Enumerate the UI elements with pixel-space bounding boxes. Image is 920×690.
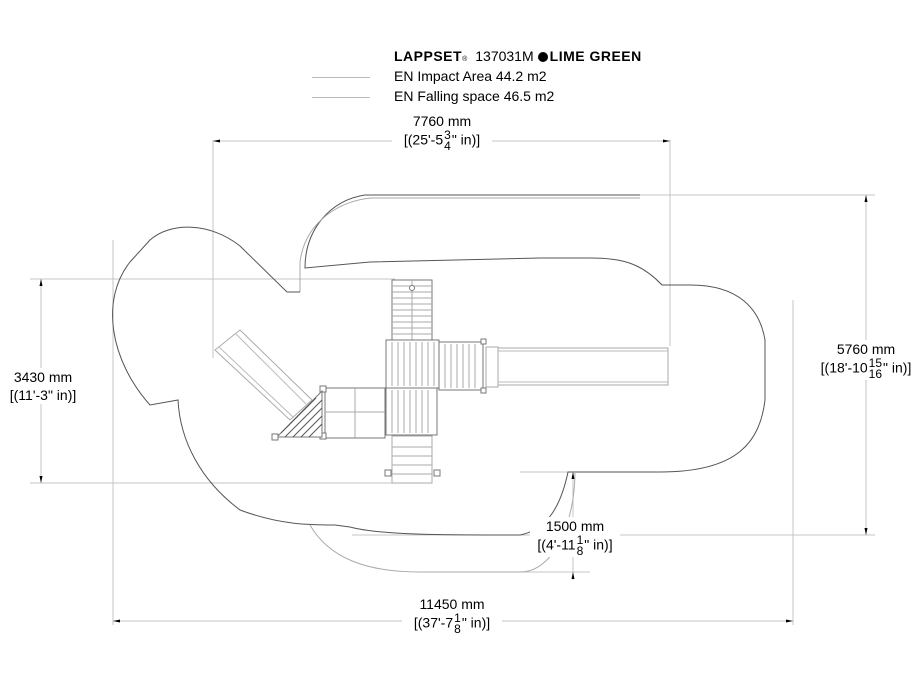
metric-value: 7760 mm — [412, 113, 472, 129]
color-name: LIME GREEN — [549, 48, 642, 64]
metric-value: 3430 mm — [13, 369, 73, 385]
playground-structure — [214, 279, 669, 484]
falling-space-line-swatch — [312, 97, 370, 98]
falling-space-outline — [299, 197, 640, 292]
product-code: 137031M — [475, 48, 534, 64]
impact-area-line-swatch — [312, 77, 370, 78]
color-dot-icon — [537, 52, 548, 62]
dimension-left-height: 3430 mm [(11'-3" in)] — [2, 368, 84, 404]
imperial-value: [(11'-3" in)] — [9, 387, 77, 403]
legend: LAPPSET® 137031M LIME GREEN EN Impact Area… — [312, 46, 712, 106]
metric-value: 1500 mm — [545, 518, 605, 534]
registered-mark: ® — [462, 56, 468, 63]
legend-item-falling-space: EN Falling space 46.5 m2 — [312, 86, 712, 106]
title-row: LAPPSET® 137031M LIME GREEN — [312, 46, 712, 66]
impact-area-outline — [112, 194, 766, 536]
legend-label: EN Impact Area 44.2 m2 — [394, 68, 547, 84]
dimension-arrows — [39, 139, 868, 623]
legend-label: EN Falling space 46.5 m2 — [394, 88, 555, 104]
metric-value: 11450 mm — [419, 596, 485, 612]
legend-item-impact-area: EN Impact Area 44.2 m2 — [312, 66, 712, 86]
metric-value: 5760 mm — [836, 341, 896, 357]
brand-name: LAPPSET — [394, 48, 463, 64]
